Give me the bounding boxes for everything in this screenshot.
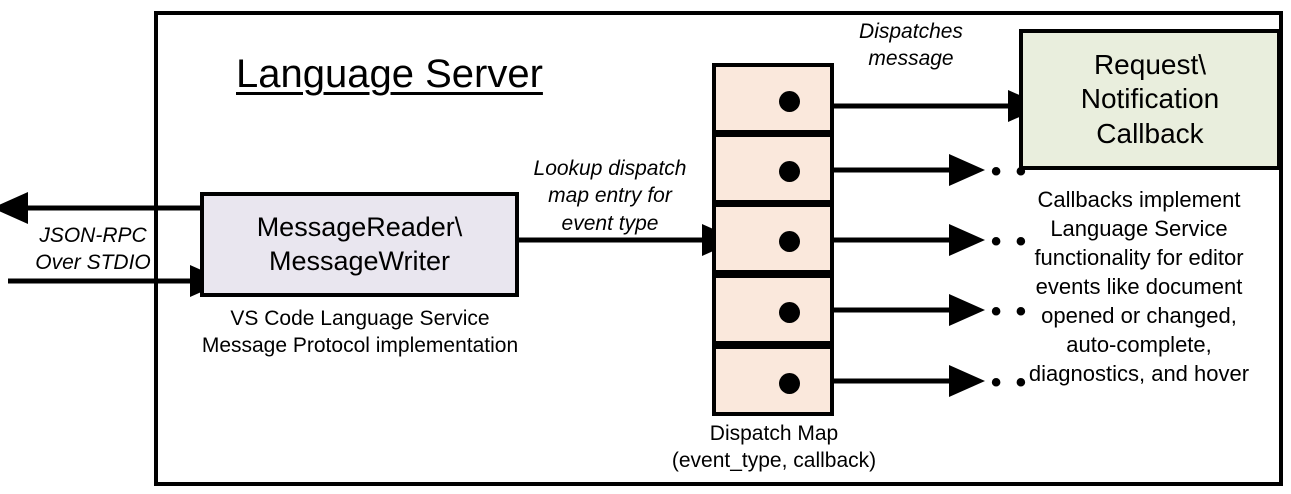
dispatch-map-cell-2[interactable]	[712, 133, 834, 204]
callback-caption-line-7: diagnostics, and hover	[1028, 361, 1250, 387]
callback-line-2: Notification	[1080, 83, 1220, 115]
lookup-line-2: map entry for	[548, 184, 672, 208]
jsonrpc-edge-label: JSON-RPC Over STDIO	[18, 222, 168, 277]
lookup-line-1: Lookup dispatch	[533, 157, 687, 180]
dispatch-map-caption-line-1: Dispatch Map	[709, 422, 839, 445]
message-reader-caption: VS Code Language Service Message Protoco…	[190, 306, 530, 360]
callback-dot-icon	[779, 302, 800, 323]
dispatch-map-caption-line-2: (event_type, callback)	[671, 448, 877, 472]
jsonrpc-line-2: Over STDIO	[35, 251, 151, 275]
dispatch-map[interactable]	[712, 63, 834, 416]
callback-line-1: Request\	[1093, 49, 1207, 81]
dispatches-line-1: Dispatches	[859, 20, 963, 43]
reader-caption-line-2: Message Protocol implementation	[201, 333, 519, 357]
callback-label: Request\ Notification Callback	[1081, 48, 1220, 150]
dispatch-map-caption: Dispatch Map (event_type, callback)	[645, 421, 903, 475]
dispatches-edge-label: Dispatches message	[836, 18, 986, 73]
callback-dot-icon	[779, 161, 800, 182]
message-reader-writer-label: MessageReader\ MessageWriter	[257, 211, 463, 279]
jsonrpc-line-1: JSON-RPC	[39, 224, 147, 247]
reader-line-1: MessageReader\	[256, 211, 463, 242]
ellipsis-row-3: • • •	[966, 225, 1030, 258]
lookup-line-3: event type	[561, 211, 659, 235]
request-notification-callback-box[interactable]: Request\ Notification Callback	[1019, 29, 1281, 170]
callback-caption-line-4: events like document	[1035, 274, 1243, 300]
callback-caption-line-2: Language Service	[1050, 216, 1228, 242]
callback-caption-line-5: opened or changed,	[1041, 303, 1237, 329]
dispatch-map-cell-1[interactable]	[712, 63, 834, 134]
callback-line-3: Callback	[1096, 117, 1204, 149]
language-server-boundary	[154, 11, 1283, 486]
message-reader-writer-box[interactable]: MessageReader\ MessageWriter	[200, 192, 519, 297]
dispatch-map-cell-5[interactable]	[712, 345, 834, 416]
callback-dot-icon	[779, 373, 800, 394]
callback-caption-line-6: auto-complete,	[1066, 332, 1212, 358]
dispatch-map-cell-4[interactable]	[712, 274, 834, 345]
callback-caption-line-3: functionality for editor	[1034, 245, 1244, 271]
callback-dot-icon	[779, 91, 800, 112]
lookup-edge-label: Lookup dispatch map entry for event type	[517, 155, 703, 237]
callback-dot-icon	[779, 231, 800, 252]
dispatch-map-cell-3[interactable]	[712, 203, 834, 274]
reader-caption-line-1: VS Code Language Service	[230, 307, 490, 330]
ellipsis-row-4: • • •	[966, 295, 1030, 328]
callback-caption-line-1: Callbacks implement	[1037, 187, 1241, 212]
ellipsis-row-5: • • •	[966, 366, 1030, 399]
callback-description: Callbacks implement Language Service fun…	[1003, 185, 1275, 388]
page-title: Language Server	[236, 52, 543, 96]
ellipsis-row-2: • • •	[966, 155, 1030, 188]
reader-line-2: MessageWriter	[268, 245, 451, 276]
dispatches-line-2: message	[868, 47, 954, 71]
